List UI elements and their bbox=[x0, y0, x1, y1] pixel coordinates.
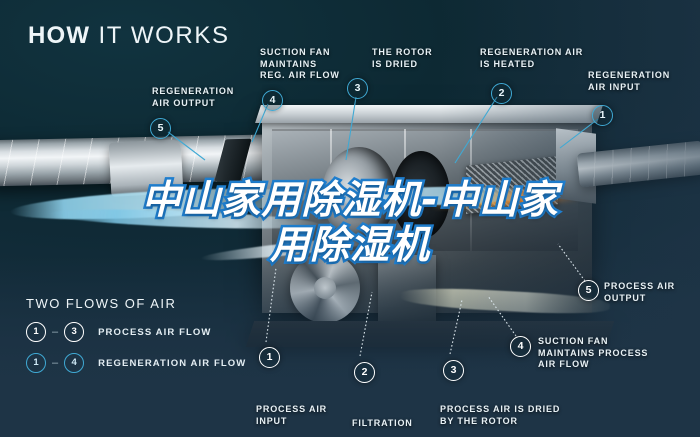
callout-label-filtration: FILTRATION bbox=[352, 418, 413, 428]
callout-bubble-regeneration-air-input[interactable]: 1 bbox=[592, 105, 613, 126]
callout-bubble-process-air-output[interactable]: 5 bbox=[578, 280, 599, 301]
page-title: HOW IT WORKS bbox=[28, 22, 230, 50]
fan-hub bbox=[314, 277, 336, 299]
callout-bubble-filtration[interactable]: 2 bbox=[354, 362, 375, 383]
legend-title: TWO FLOWS OF AIR bbox=[26, 296, 177, 311]
legend-bubble-from: 1 bbox=[26, 353, 46, 373]
callout-bubble-process-air-input[interactable]: 1 bbox=[259, 347, 280, 368]
cabinet-top-panel bbox=[255, 105, 603, 123]
callout-bubble-process-air-dried-by-rotor[interactable]: 3 bbox=[443, 360, 464, 381]
duct-elbow bbox=[108, 139, 184, 197]
callout-bubble-regeneration-air-output[interactable]: 5 bbox=[150, 118, 171, 139]
legend-bubble-to: 4 bbox=[64, 353, 85, 373]
callout-bubble-suction-fan-process[interactable]: 4 bbox=[510, 336, 531, 357]
callout-bubble-regeneration-air-heated[interactable]: 2 bbox=[491, 83, 512, 104]
callout-bubble-suction-fan-reg[interactable]: 4 bbox=[262, 90, 283, 111]
legend-row-process: 1–3 PROCESS AIR FLOW bbox=[26, 322, 246, 342]
page-title-bold: HOW bbox=[28, 22, 91, 49]
legend-dash-icon: – bbox=[52, 326, 59, 338]
legend-bubble-from: 1 bbox=[26, 322, 46, 342]
legend-bubble-to: 3 bbox=[64, 322, 85, 342]
legend-label: REGENERATION AIR FLOW bbox=[98, 357, 247, 369]
legend-label: PROCESS AIR FLOW bbox=[98, 326, 212, 338]
page-title-light: IT WORKS bbox=[90, 22, 230, 49]
legend-dash-icon: – bbox=[52, 357, 59, 369]
callout-bubble-rotor-is-dried[interactable]: 3 bbox=[347, 78, 368, 99]
legend-row-regeneration: 1–4 REGENERATION AIR FLOW bbox=[26, 353, 246, 373]
